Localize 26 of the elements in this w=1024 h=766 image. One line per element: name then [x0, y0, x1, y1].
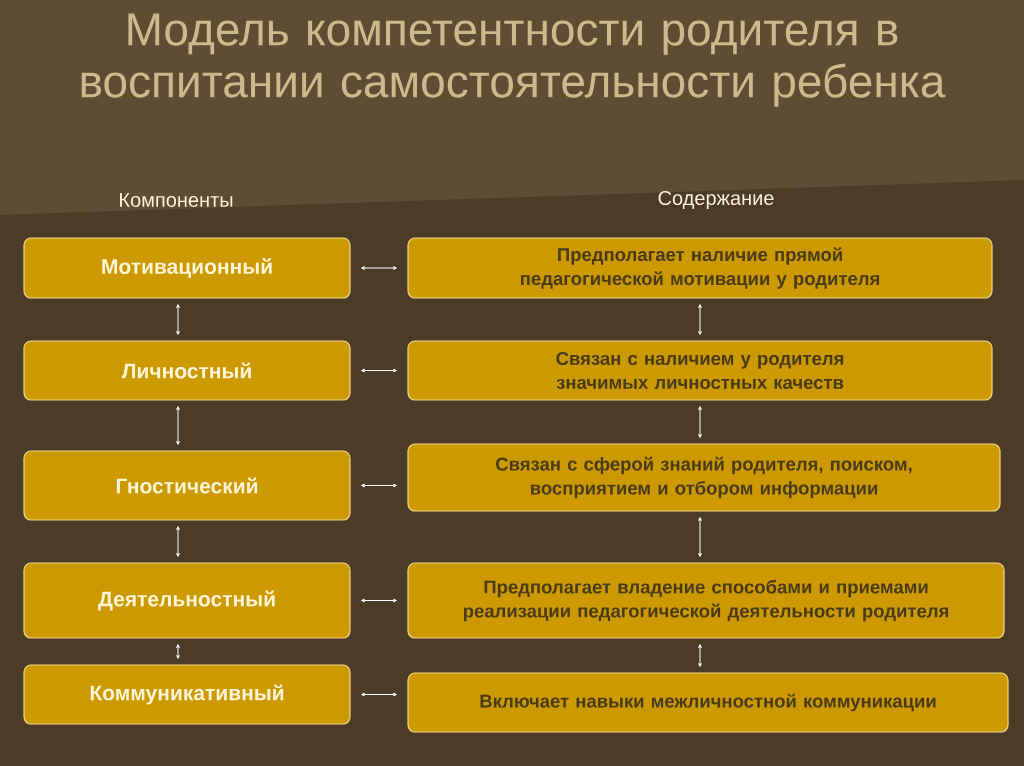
arrow [176, 406, 180, 445]
description-box: Включает навыки межличностной коммуникации [407, 672, 1009, 733]
arrow [698, 644, 702, 667]
component-box: Гностический [23, 450, 351, 521]
arrow [176, 526, 180, 557]
column-heading: Компоненты [120, 193, 233, 207]
arrow [361, 368, 397, 373]
arrow [698, 517, 702, 557]
component-box: Деятельностный [23, 562, 351, 639]
arrow [176, 644, 180, 659]
column-heading: Содержание [658, 190, 774, 210]
description-box: Связан с наличием у родителя значимых личностных качеств [407, 340, 993, 401]
arrow [698, 406, 702, 438]
component-box: Мотивационный [23, 237, 351, 299]
title: Модель компетентности родителя в воспитании самостоятельности ребенка [81, 13, 946, 107]
arrow [176, 304, 180, 335]
arrow [361, 266, 397, 270]
description-box: Предполагает владение способами и приемами реализации педагогической деятельности родителя [407, 562, 1005, 639]
description-box: Предполагает наличие прямой педагогической мотивации у родителя [407, 237, 993, 299]
arrow [361, 692, 397, 697]
description-box: Связан с сферой знаний родителя, поиском, восприятием и отбором информации [407, 443, 1001, 512]
component-box: Личностный [23, 340, 351, 401]
arrow [361, 483, 397, 488]
arrow [361, 598, 397, 603]
component-box: Коммуникативный [23, 664, 351, 725]
arrow [698, 304, 702, 335]
